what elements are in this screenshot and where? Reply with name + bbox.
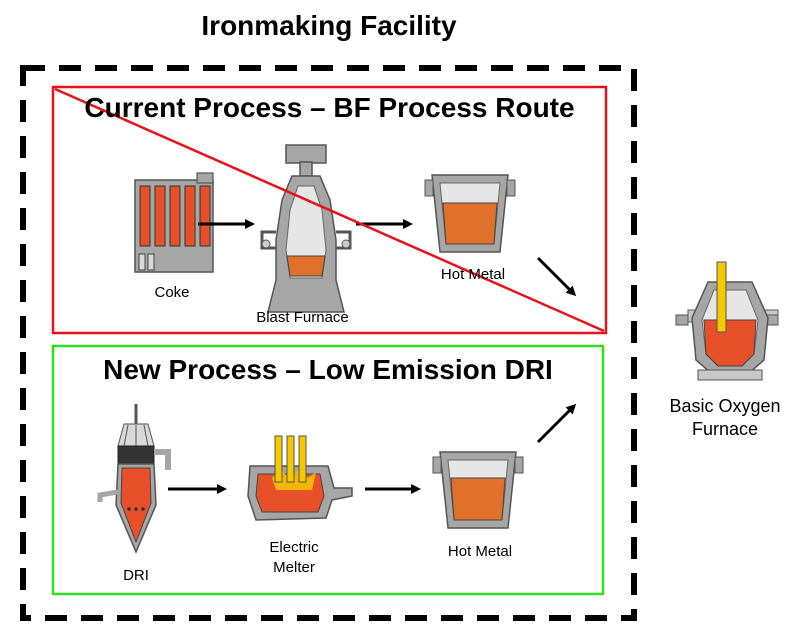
current-process-strikethrough — [54, 87, 605, 333]
bof-label-line2: Furnace — [691, 419, 759, 439]
hot-metal-ladle-icon-bottom — [432, 451, 524, 529]
dri-shaft-furnace-icon — [97, 404, 171, 554]
arrow-hotmetal-to-bof-bottom — [536, 403, 577, 444]
current-process-box — [51, 85, 608, 335]
blast-furnace-label: Blast Furnace — [256, 309, 349, 326]
hot-metal-label-bottom: Hot Metal — [447, 543, 513, 560]
hot-metal-ladle-icon-top — [424, 174, 516, 253]
facility-boundary — [20, 65, 637, 621]
dri-label: DRI — [123, 567, 149, 584]
facility-title: Ironmaking Facility — [201, 10, 457, 41]
electric-melter-icon — [247, 435, 353, 521]
electric-melter-label-line2: Melter — [273, 559, 315, 576]
new-process-title: New Process – Low Emission DRI — [103, 354, 553, 385]
blast-furnace-icon — [260, 144, 352, 313]
bof-label-line1: Basic Oxygen — [669, 396, 781, 416]
basic-oxygen-furnace-icon — [675, 261, 779, 381]
coke-label: Coke — [154, 284, 190, 301]
current-process-title: Current Process – BF Process Route — [84, 92, 575, 123]
electric-melter-label-line1: Electric — [269, 539, 319, 556]
arrow-hotmetal-to-bof-top — [536, 256, 577, 297]
hot-metal-label-top: Hot Metal — [440, 266, 506, 283]
new-process-box — [51, 344, 605, 596]
coke-oven-icon — [134, 172, 214, 273]
